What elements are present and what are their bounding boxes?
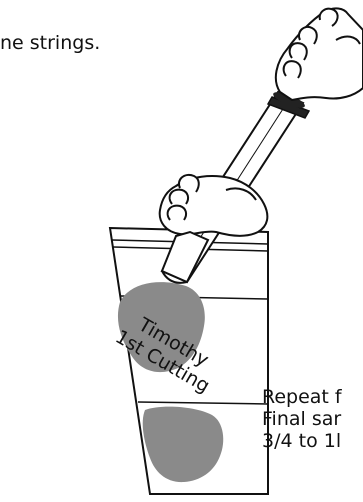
lower-finger-3 <box>168 206 186 220</box>
instruction-weight: 3/4 to 1l <box>262 431 341 452</box>
lower-finger-2 <box>170 190 188 204</box>
instruction-text-top: ne strings. <box>0 33 100 54</box>
instruction-repeat: Repeat f <box>262 387 342 408</box>
upper-finger-2 <box>290 43 307 60</box>
upper-hand <box>276 8 363 100</box>
instruction-final-sample: Final sar <box>262 409 341 430</box>
upper-finger-3 <box>284 61 301 78</box>
